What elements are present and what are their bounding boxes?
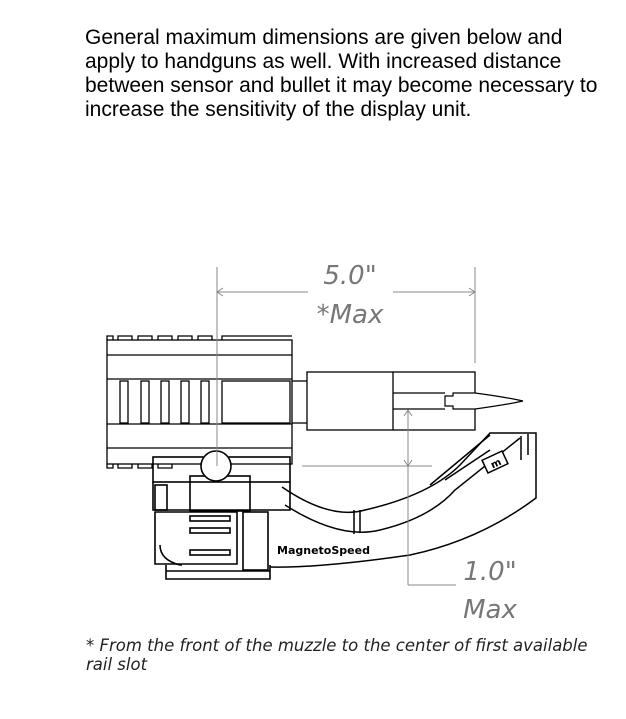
- footnote: * From the front of the muzzle to the ce…: [86, 636, 588, 674]
- brand-logo: MagnetoSpeed: [277, 544, 370, 557]
- rail-slot-center: [200, 450, 232, 482]
- length-dimension-label: *Max: [317, 300, 384, 330]
- length-dimension-value: 5.0": [323, 261, 376, 291]
- dimension-lines: [216, 267, 476, 586]
- intro-paragraph: General maximum dimensions are given bel…: [85, 26, 598, 121]
- sensor-arm: m: [269, 432, 537, 568]
- offset-dimension-value: 1.0": [463, 557, 516, 587]
- bullet: [444, 392, 524, 410]
- rail-section: [106, 335, 307, 469]
- sensor-mount: [152, 450, 291, 580]
- offset-dimension-label: Max: [463, 595, 517, 625]
- badge-letter: m: [489, 457, 503, 471]
